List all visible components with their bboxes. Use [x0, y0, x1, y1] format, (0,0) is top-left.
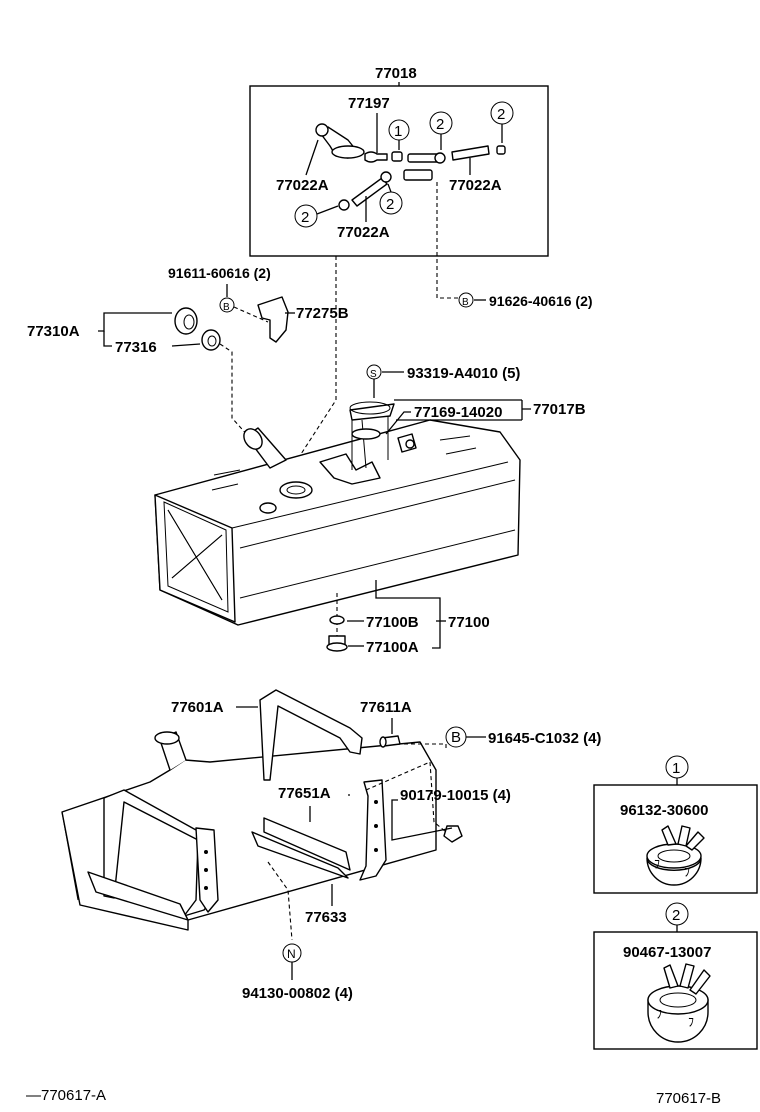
- svg-text:ﾌ: ﾌ: [656, 1007, 662, 1021]
- label-96132: 96132-30600: [620, 802, 708, 819]
- label-77197: 77197: [348, 95, 390, 112]
- filler-group: 91611-60616 (2) B 77275B 77310A 77316: [27, 265, 349, 439]
- label-93319: 93319-A4010 (5): [407, 365, 520, 382]
- hose-kit-group: 77018 77197 1 2 2 2 2 77: [249, 65, 549, 257]
- fuel-tank-lower: [61, 689, 463, 931]
- label-77022A-left: 77022A: [276, 177, 329, 194]
- label-90179: 90179-10015 (4): [400, 787, 511, 804]
- fuel-hose-right: [451, 145, 490, 161]
- label-77601A: 77601A: [171, 699, 224, 716]
- footer-left-code: —770617-A: [26, 1087, 106, 1104]
- footer-left-text: 770617-A: [41, 1087, 106, 1104]
- label-77633: 77633: [305, 909, 347, 926]
- label-94130: 94130-00802 (4): [242, 985, 353, 1002]
- label-91645: 91645-C1032 (4): [488, 730, 601, 747]
- inset-marker-1: 1: [672, 760, 680, 777]
- svg-text:ﾌ: ﾌ: [688, 1015, 694, 1029]
- svg-text:ﾌ: ﾌ: [684, 865, 690, 879]
- marker-nut: N: [287, 947, 296, 961]
- drain-plug-group: 77100B 77100 77100A: [326, 580, 490, 656]
- label-77611A: 77611A: [360, 699, 412, 716]
- marker-2-c: 2: [301, 209, 309, 226]
- label-77100A: 77100A: [366, 639, 419, 656]
- label-77310A: 77310A: [27, 323, 80, 340]
- label-90467: 90467-13007: [623, 944, 711, 961]
- hose-kit-box: [249, 85, 549, 257]
- label-91626: 91626-40616 (2): [489, 293, 593, 309]
- marker-bolt-b: B: [462, 297, 469, 308]
- tank-strap-77601A: [259, 689, 363, 781]
- marker-2-d: 2: [386, 196, 394, 213]
- label-77651A: 77651A: [278, 785, 331, 802]
- cap-gasket: [201, 329, 221, 351]
- footer-right-code: 770617-B: [656, 1090, 721, 1107]
- marker-1-a: 1: [394, 123, 402, 140]
- marker-2-b: 2: [497, 106, 505, 123]
- svg-text:ﾌ: ﾌ: [654, 857, 660, 871]
- label-77017B: 77017B: [533, 401, 586, 418]
- label-77275B: 77275B: [296, 305, 349, 322]
- label-77022A-right: 77022A: [449, 177, 502, 194]
- clamp-inset-2: 2 90467-13007 ﾌ ﾌ: [593, 902, 758, 1050]
- label-77018: 77018: [375, 65, 417, 82]
- label-77022A-bottom: 77022A: [337, 224, 390, 241]
- label-77316: 77316: [115, 339, 157, 356]
- inset-marker-2: 2: [672, 907, 680, 924]
- marker-2-a: 2: [436, 116, 444, 133]
- label-77100B: 77100B: [366, 614, 419, 631]
- label-77169: 77169-14020: [414, 404, 502, 421]
- bracket-77275B: [257, 296, 289, 343]
- marker-bolt-a: B: [223, 302, 230, 313]
- label-77100: 77100: [448, 614, 490, 631]
- marker-screw: S: [370, 369, 377, 380]
- fuel-hose-lower: [351, 177, 388, 207]
- marker-bolt-c: B: [451, 729, 461, 746]
- clamp-inset-1: 1 96132-30600 ﾌ ﾌ: [593, 755, 758, 894]
- fuel-tank-upper: [154, 401, 521, 626]
- sender-gauge: [319, 453, 381, 485]
- label-91611: 91611-60616 (2): [168, 265, 271, 281]
